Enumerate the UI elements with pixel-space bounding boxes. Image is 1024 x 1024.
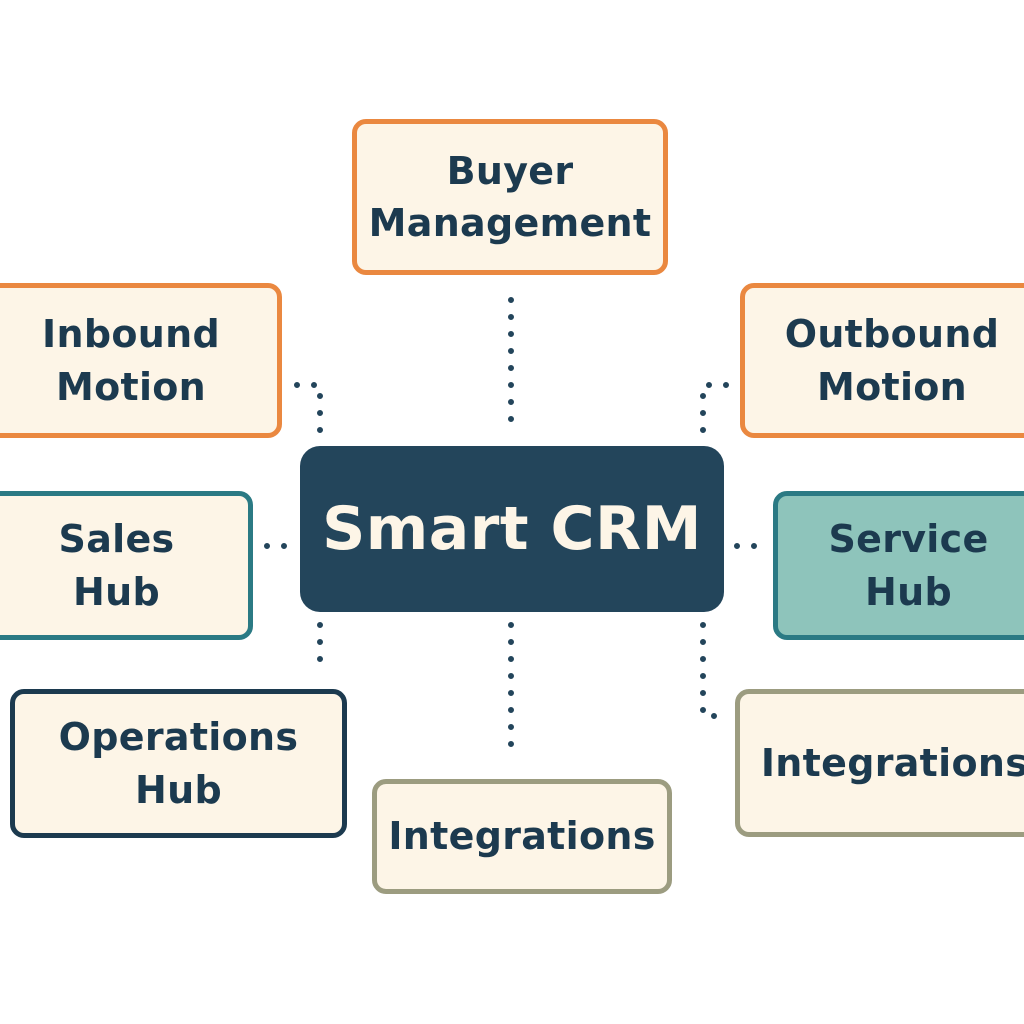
sales-hub-line-1: Sales	[58, 517, 175, 562]
integrations-right-node: Integrations	[735, 689, 1024, 837]
inbound-motion-node: Inbound Motion	[0, 283, 282, 438]
service-hub-line-1: Service	[828, 517, 989, 562]
operations-hub-line-2: Hub	[135, 767, 222, 812]
service-hub-node: Service Hub	[773, 491, 1024, 640]
buyer-management-node: Buyer Management	[352, 119, 668, 275]
outbound-motion-node: Outbound Motion	[740, 283, 1024, 438]
smart-crm-hub: Smart CRM	[300, 446, 724, 612]
inbound-motion-line-2: Motion	[55, 364, 207, 409]
service-hub-line-2: Hub	[865, 569, 952, 614]
inbound-motion-line-1: Inbound	[42, 312, 220, 357]
operations-hub-node: Operations Hub	[10, 689, 347, 838]
buyer-management-line-1: Buyer	[446, 148, 574, 193]
connector-inbound-motion	[294, 382, 323, 435]
outbound-motion-line-1: Outbound	[784, 312, 1000, 357]
sales-hub-node: Sales Hub	[0, 491, 253, 640]
operations-hub-line-1: Operations	[58, 715, 299, 760]
integrations-right-label: Integrations	[760, 740, 1024, 785]
smart-crm-label: Smart CRM	[322, 494, 702, 564]
buyer-management-line-2: Management	[368, 201, 652, 245]
connector-integrations-right	[700, 622, 728, 719]
connector-outbound-motion	[700, 382, 729, 435]
sales-hub-line-2: Hub	[73, 569, 160, 614]
integrations-bottom-label: Integrations	[388, 814, 656, 859]
integrations-bottom-node: Integrations	[372, 779, 672, 894]
outbound-motion-line-2: Motion	[816, 364, 968, 409]
